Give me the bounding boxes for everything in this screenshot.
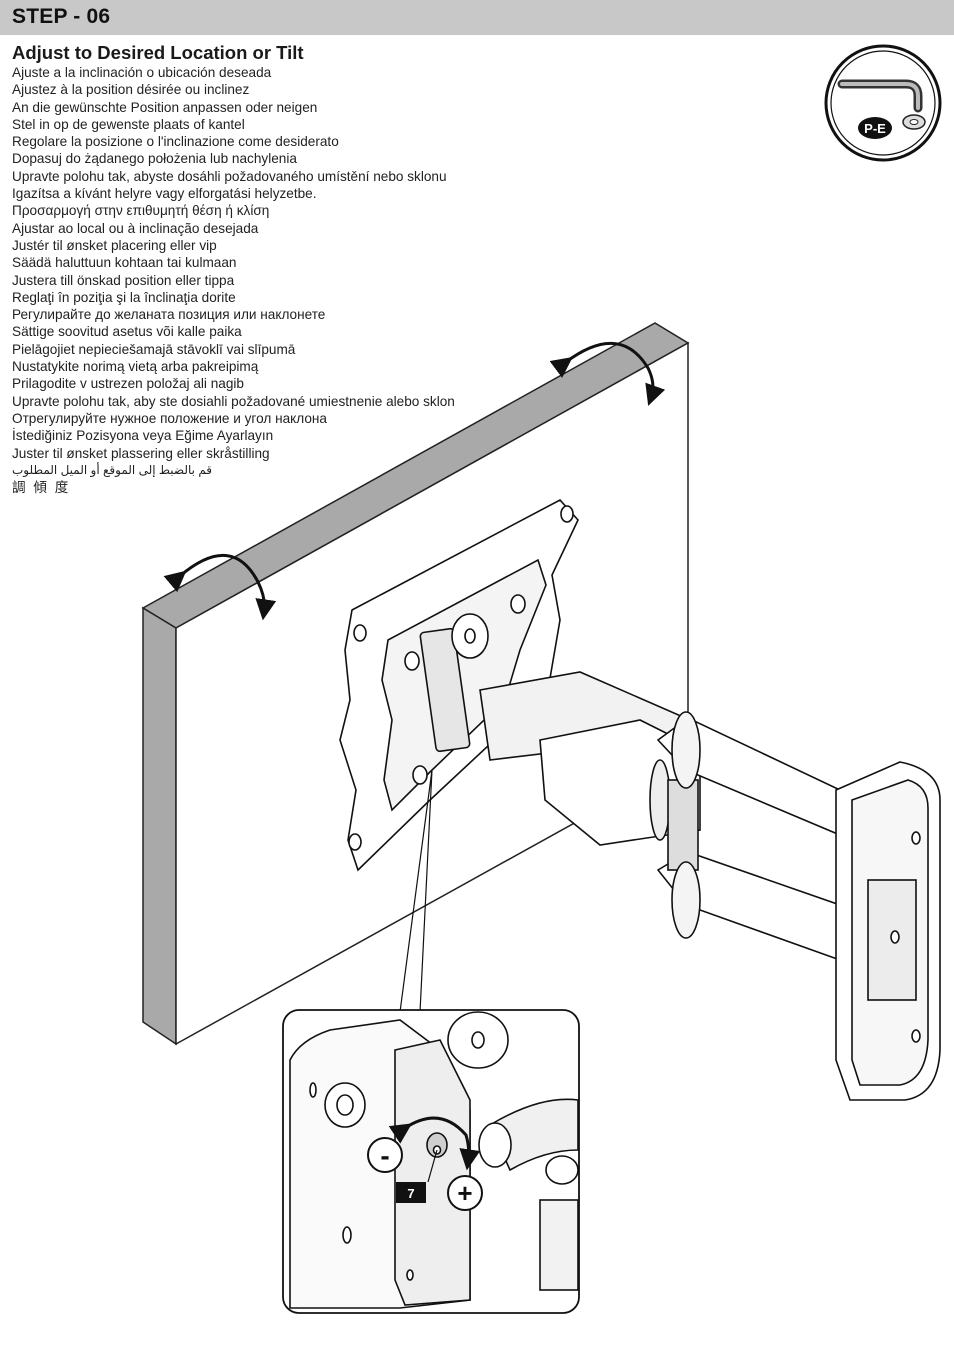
translation-line: Sättige soovitud asetus või kalle paika bbox=[12, 324, 242, 340]
translation-line: Регулирайте до желаната позиция или накл… bbox=[12, 307, 326, 323]
translation-line: İstediğiniz Pozisyona veya Eğime Ayarlay… bbox=[12, 428, 274, 444]
tilt-arrow-icon bbox=[163, 553, 277, 621]
allen-key-icon bbox=[837, 79, 923, 113]
tilt-arrow-icon bbox=[549, 341, 666, 406]
tighten-symbol bbox=[447, 1175, 483, 1211]
translation-line: Säädä haluttuun kohtaan tai kulmaan bbox=[12, 255, 237, 271]
translation-line: Juster til ønsket plassering eller skrås… bbox=[12, 445, 270, 461]
allen-key-badge: P-E bbox=[824, 44, 942, 162]
detail-leader-line bbox=[399, 769, 433, 1013]
tool-code-label: P-E bbox=[864, 121, 886, 136]
translation-line: Pielāgojiet nepieciešamajā stāvoklī vai … bbox=[12, 341, 296, 357]
translation-line: Justera till önskad position eller tippa bbox=[12, 272, 235, 288]
translation-line: Nustatykite norimą vietą arba pakreipimą bbox=[12, 359, 259, 375]
part-number-label: 7 bbox=[407, 1186, 414, 1201]
translation-line: Stel in op de gewenste plaats of kantel bbox=[12, 116, 245, 132]
translation-line: Dopasuj do żądanego położenia lub nachyl… bbox=[12, 151, 297, 167]
instruction-heading: Adjust to Desired Location or Tilt bbox=[12, 42, 304, 63]
tighten-label: + bbox=[457, 1178, 472, 1208]
part-number-badge bbox=[396, 1182, 426, 1203]
adjust-arrow-icon bbox=[388, 1116, 481, 1171]
loosen-symbol bbox=[367, 1137, 403, 1173]
translation-line: Justér til ønsket placering eller vip bbox=[12, 237, 217, 253]
translation-line: Ajustar ao local ou à inclinação desejad… bbox=[12, 220, 259, 236]
translation-line-arabic: قم بالضبط إلى الموقع أو الميل المطلوب bbox=[12, 462, 213, 477]
loosen-label: - bbox=[380, 1140, 389, 1171]
step-header-bar bbox=[0, 0, 954, 35]
step-title: STEP - 06 bbox=[12, 5, 111, 28]
mount-illustration: - + 7 bbox=[141, 322, 941, 1314]
translation-line: Regolare la posizione o l'inclinazione c… bbox=[12, 134, 339, 150]
translation-line: Ajuste a la inclinación o ubicación dese… bbox=[12, 65, 272, 80]
translation-line: Upravte polohu tak, abyste dosáhli požad… bbox=[12, 168, 447, 184]
detail-inset: - + 7 bbox=[282, 1009, 580, 1314]
translation-line: Igazítsa a kívánt helyre vagy elforgatás… bbox=[12, 186, 317, 202]
tv-mounting-plate bbox=[339, 499, 579, 872]
wall-plate bbox=[835, 761, 941, 1101]
translation-line: Prilagodite v ustrezen položaj ali nagib bbox=[12, 376, 244, 392]
translation-line: Ajustez à la position désirée ou incline… bbox=[12, 82, 250, 98]
translation-line-chinese: 調 傾 度 bbox=[12, 480, 71, 496]
tool-code-badge bbox=[858, 117, 892, 139]
translation-line: Προσαρμογή στην επιθυμητή θέση ή κλίση bbox=[12, 203, 270, 219]
translation-line: Reglaţi în poziţia şi la înclinaţia dori… bbox=[12, 289, 236, 305]
translation-line: An die gewünschte Position anpassen oder… bbox=[12, 99, 318, 115]
translation-list: Ajuste a la inclinación o ubicación dese… bbox=[12, 64, 455, 496]
translation-line: Отрегулируйте нужное положение и угол на… bbox=[12, 410, 327, 426]
translation-line: Upravte polohu tak, aby ste dosiahli pož… bbox=[12, 393, 455, 409]
articulating-arm bbox=[479, 671, 841, 962]
